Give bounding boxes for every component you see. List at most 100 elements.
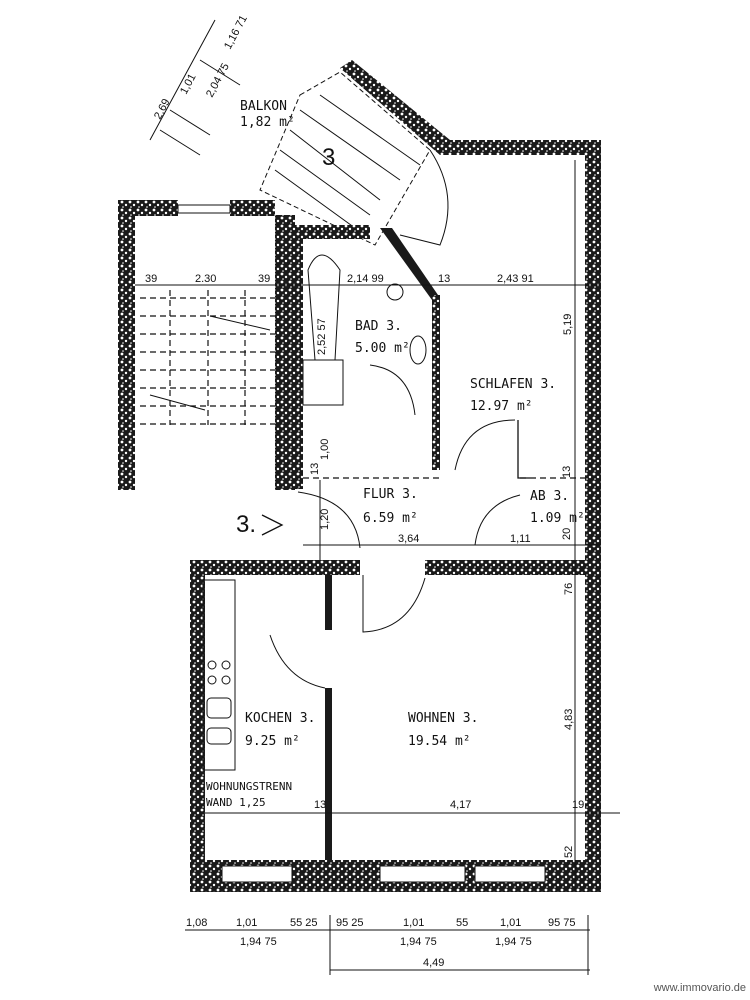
balcony-wall bbox=[340, 60, 450, 155]
dim-text: 13 bbox=[309, 463, 321, 475]
wall-partition bbox=[325, 688, 332, 860]
dim-text: 2,69 bbox=[152, 97, 173, 122]
dim-text: 4,83 bbox=[563, 709, 575, 730]
dim-text: 1,01 bbox=[403, 917, 424, 929]
stair-wall-top bbox=[118, 200, 178, 216]
stair-wall-left bbox=[118, 200, 135, 490]
kitchen-door-swing bbox=[269, 634, 326, 689]
room-labels: BALKON 1,82 m² 3 BAD 3. 5.00 m² SCHLAFEN… bbox=[206, 99, 585, 809]
kochen-name: KOCHEN 3. bbox=[245, 711, 315, 726]
balcony bbox=[259, 60, 450, 246]
dim-text: 55 bbox=[456, 917, 468, 929]
unit-marker: 3. bbox=[236, 511, 256, 538]
dim-text: 2,14 99 bbox=[347, 273, 384, 285]
dim-text: 95 75 bbox=[548, 917, 576, 929]
doors bbox=[269, 364, 521, 689]
schlafen-door-swing bbox=[454, 419, 516, 471]
dimension-lines bbox=[135, 19, 620, 975]
wall-note-line1: WOHNUNGSTRENN bbox=[206, 780, 292, 793]
stair-wall-right bbox=[275, 215, 295, 490]
stove-burner-icon bbox=[221, 660, 231, 670]
dim-text: 39 bbox=[258, 273, 270, 285]
window-living bbox=[474, 865, 546, 883]
dim-text: 76 bbox=[563, 583, 575, 595]
flur-area: 6.59 m² bbox=[363, 511, 418, 526]
dim-text: 1,94 75 bbox=[495, 936, 532, 948]
dim-text: 13 bbox=[438, 273, 450, 285]
window-living bbox=[379, 865, 466, 883]
sink-icon bbox=[206, 727, 232, 745]
dim-text: 2.30 bbox=[195, 273, 216, 285]
shower-icon bbox=[302, 359, 344, 406]
dim-text: 39 bbox=[145, 273, 157, 285]
dim-text: 5,19 bbox=[562, 314, 574, 335]
dim-text: 52 bbox=[563, 846, 575, 858]
dim-text: 1,01 bbox=[236, 917, 257, 929]
dim-text: 1,00 bbox=[319, 439, 331, 460]
ab-door-swing bbox=[474, 494, 521, 546]
entrance-arrow-icon bbox=[261, 514, 284, 536]
living-door-swing bbox=[362, 575, 426, 633]
wall-note-line2: WAND 1,25 bbox=[206, 796, 266, 809]
dim-text: 3,64 bbox=[398, 533, 419, 545]
stove-burner-icon bbox=[207, 675, 217, 685]
dim-text: 2,43 91 bbox=[497, 273, 534, 285]
wohnen-area: 19.54 m² bbox=[408, 734, 471, 749]
kochen-area: 9.25 m² bbox=[245, 734, 300, 749]
stair-wall-top bbox=[230, 200, 275, 216]
dim-text: 1,08 bbox=[186, 917, 207, 929]
walls bbox=[190, 140, 601, 892]
watermark: www.immovario.de bbox=[653, 982, 746, 994]
dim-text: 19 bbox=[572, 799, 584, 811]
dim-text: 20 bbox=[561, 528, 573, 540]
dim-text: 55 25 bbox=[290, 917, 318, 929]
stair-steps bbox=[140, 290, 275, 425]
wall-bad-right bbox=[432, 295, 440, 470]
dim-text: 4,49 bbox=[423, 957, 444, 969]
dimension-texts: 2,69 1,01 2,04 75 1,16 71 39 2.30 39 2,1… bbox=[145, 13, 584, 969]
dim-text: 1,01 bbox=[178, 72, 199, 97]
dim-text: 2,04 75 bbox=[204, 61, 232, 99]
bad-name: BAD 3. bbox=[355, 319, 402, 334]
bath-fixtures bbox=[302, 254, 427, 406]
wall-bad-diagonal bbox=[380, 228, 438, 300]
balcony-floor bbox=[259, 71, 431, 246]
dim-text: 1,94 75 bbox=[400, 936, 437, 948]
wall-living-top bbox=[425, 560, 600, 575]
stove-burner-icon bbox=[207, 660, 217, 670]
flur-name: FLUR 3. bbox=[363, 487, 418, 502]
dim-text: 1,20 bbox=[319, 509, 331, 530]
wall-bad-left bbox=[295, 239, 303, 489]
dim-text: 1,11 bbox=[510, 533, 531, 545]
toilet-icon bbox=[409, 335, 427, 365]
balkon-area: 1,82 m² bbox=[240, 115, 295, 130]
window-kitchen bbox=[221, 865, 293, 883]
dim-text: 1,01 bbox=[500, 917, 521, 929]
bad-door-swing bbox=[369, 364, 416, 416]
sink-icon bbox=[206, 697, 232, 719]
ab-area: 1.09 m² bbox=[530, 511, 585, 526]
dim-text: 1,16 71 bbox=[222, 13, 250, 51]
ab-name: AB 3. bbox=[530, 489, 569, 504]
dim-text: 1,94 75 bbox=[240, 936, 277, 948]
wohnen-name: WOHNEN 3. bbox=[408, 711, 478, 726]
schlafen-area: 12.97 m² bbox=[470, 399, 533, 414]
dim-text: 2,52 57 bbox=[316, 318, 328, 355]
stairwell bbox=[118, 200, 295, 490]
balkon-name: BALKON bbox=[240, 99, 287, 114]
wall-right bbox=[585, 140, 601, 892]
dim-text: 13 bbox=[561, 466, 573, 478]
washbasin-icon bbox=[386, 283, 404, 301]
entry-door-swing bbox=[297, 491, 361, 549]
stair-window bbox=[177, 204, 231, 214]
balcony-number: 3 bbox=[322, 144, 335, 171]
wall-kitchen-left bbox=[190, 560, 205, 890]
dim-text: 4,17 bbox=[450, 799, 471, 811]
stove-burner-icon bbox=[221, 675, 231, 685]
dim-text: 95 25 bbox=[336, 917, 364, 929]
balcony-door-swing bbox=[399, 149, 449, 246]
kitchen-counter bbox=[202, 579, 236, 771]
wall-bad-top bbox=[295, 225, 370, 239]
